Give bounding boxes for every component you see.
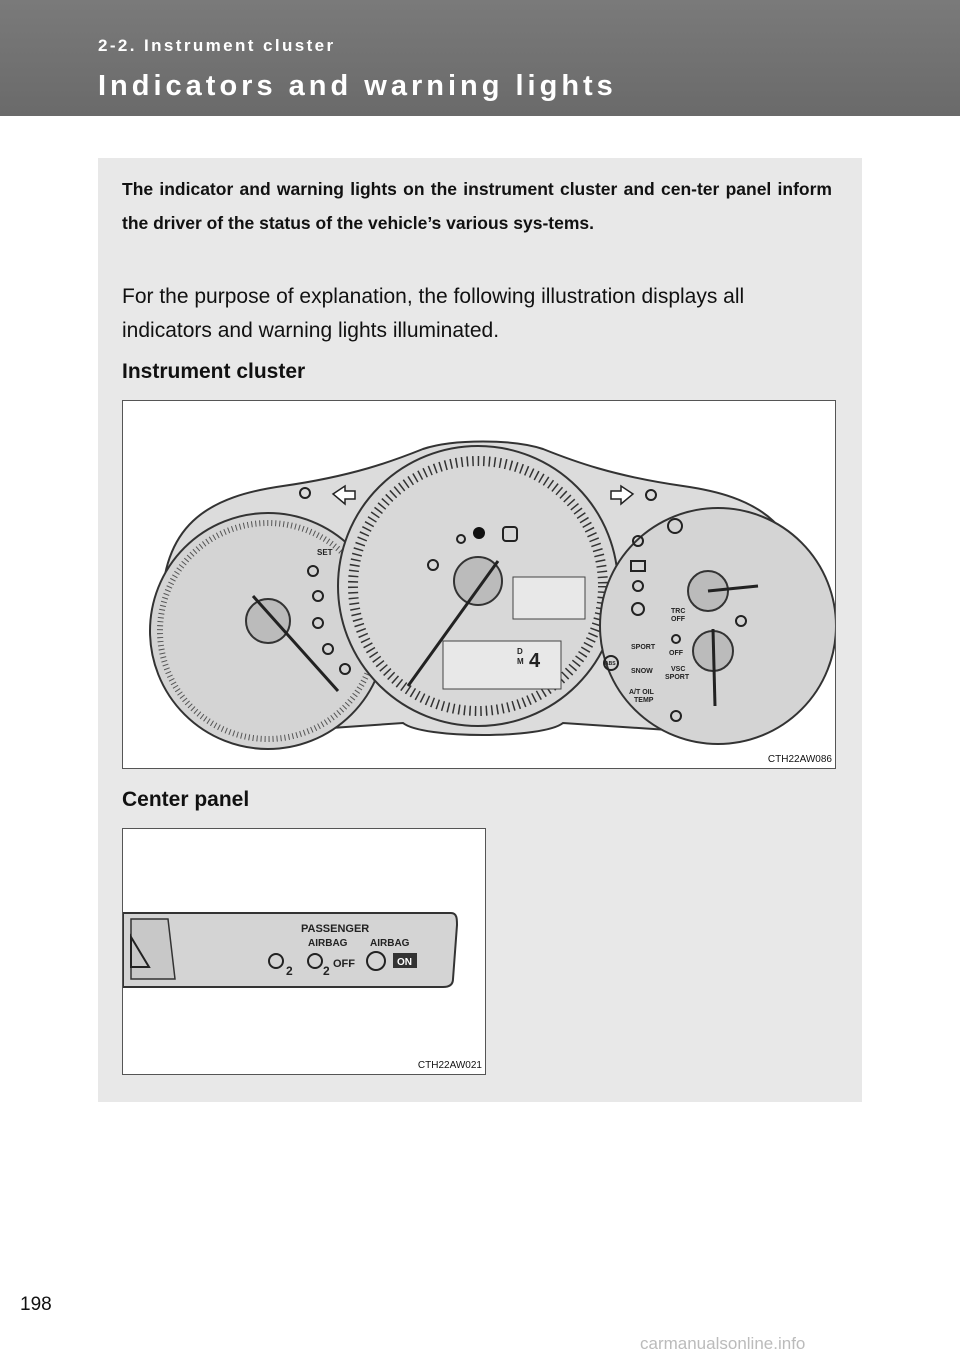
low-fuel-icon [735,615,747,627]
fuel-needle [707,584,759,593]
vsc-icon [671,634,681,644]
at-oil-label: A/T OIL [629,689,655,696]
security-icon [427,559,439,571]
abs-label: ABS [605,661,616,667]
on-badge [393,953,417,968]
master-warning-icon [473,527,485,539]
page-number: 198 [20,1294,52,1315]
speedometer-hub [453,556,503,606]
check-engine-icon [631,602,645,616]
gear-m-label: M [517,657,524,666]
watermark: carmanualsonline.info [640,1334,806,1353]
cruise-control-icon [307,565,319,577]
speedometer-needle [406,560,500,687]
seat-count-2: 2 [323,964,330,978]
abs-icon [603,655,619,671]
vsc-off-label: OFF [669,650,684,657]
tachometer-hub [245,598,291,644]
speedometer-ticks [348,456,608,716]
instrument-cluster-figure: SET TRC OFF SPORT OFF SNOW VSC SPORT A/T… [122,400,836,769]
oil-pressure-icon [632,580,644,592]
airbag-left-label: AIRBAG [308,938,348,949]
key-icon [456,534,466,544]
center-panel-body [123,912,459,988]
center-panel-illustration: PASSENGER AIRBAG AIRBAG 2 2 OFF ON [123,912,459,988]
page-title: Indicators and warning lights [98,70,617,102]
off-label: OFF [333,958,355,970]
door-open-icon [312,590,324,602]
airbag-right-label: AIRBAG [370,938,410,949]
multi-info-display [442,640,562,690]
brake-warning-icon [667,518,683,534]
airbag-icon [670,710,682,722]
section-label: 2-2. Instrument cluster [98,36,336,55]
passenger-occupant-icon [307,953,323,969]
snow-label: SNOW [631,668,653,675]
temp-needle [711,628,717,707]
page-header: 2-2. Instrument cluster Indicators and w… [0,0,960,116]
center-panel-figure: PASSENGER AIRBAG AIRBAG 2 2 OFF ON CTH22… [122,828,486,1075]
vsc-label: VSC [671,666,685,673]
hazard-icon [130,933,151,968]
gear-digit: 4 [529,650,541,672]
cluster-heading: Instrument cluster [122,360,306,383]
slip-indicator-icon [502,526,518,542]
airbag-off-icon [366,951,386,971]
seat-count-1: 2 [286,964,293,978]
battery-icon [630,560,646,572]
fog-light-icon [339,663,351,675]
trc-label: TRC [671,608,685,615]
odometer-display [512,576,586,620]
tire-pressure-icon [322,643,334,655]
intro-paragraph: The indicator and warning lights on the … [122,179,832,233]
temp-label: TEMP [634,697,654,704]
seatbelt-reminder-icon [268,953,284,969]
on-label: ON [397,957,412,968]
vsc-sport-label: SPORT [665,674,690,681]
sport-label: SPORT [631,644,656,651]
right-turn-icon [610,484,635,506]
center-figure-code: CTH22AW021 [417,1060,482,1071]
trc-off-label: OFF [671,616,686,623]
seatbelt-icon [632,535,644,547]
explanation-paragraph: For the purpose of explanation, the foll… [122,285,745,342]
center-panel-heading: Center panel [122,788,250,811]
left-turn-icon [331,484,356,506]
front-fog-icon [299,487,311,499]
cluster-figure-code: CTH22AW086 [767,754,832,765]
rear-fog-icon [645,489,657,501]
gear-d-label: D [517,647,523,656]
headlight-icon [312,617,324,629]
set-label: SET [317,548,333,557]
fuel-temp-gauge [599,507,835,745]
passenger-label: PASSENGER [301,923,369,935]
instrument-cluster-illustration: SET TRC OFF SPORT OFF SNOW VSC SPORT A/T… [149,440,835,750]
tachometer-needle [251,594,340,693]
